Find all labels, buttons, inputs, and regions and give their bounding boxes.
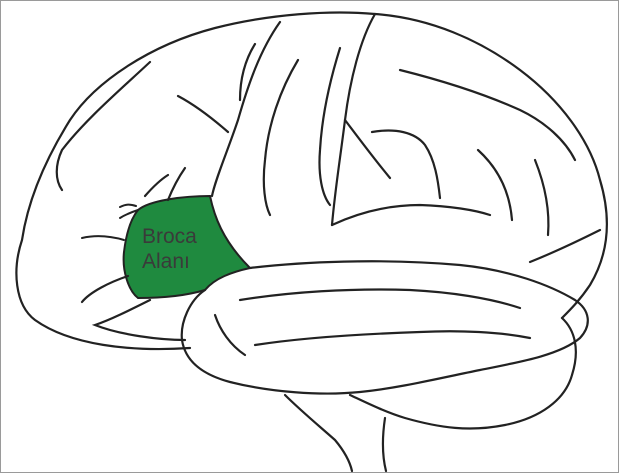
frontal-fold-1 xyxy=(178,96,228,132)
occipital-fold xyxy=(530,230,600,262)
parietal-fold-5 xyxy=(478,150,512,220)
broca-label-line1: Broca xyxy=(142,225,197,248)
parietal-fold-2 xyxy=(372,131,440,198)
brainstem-outline xyxy=(285,395,352,471)
precentral-gyrus-line xyxy=(212,22,280,196)
frontal-fold-5 xyxy=(168,168,185,200)
temporal-lobe-outline xyxy=(182,261,588,393)
lower-frontal-fold-2 xyxy=(95,300,185,340)
frontal-fold-4 xyxy=(145,175,168,196)
parietal-fold-6 xyxy=(535,160,548,235)
parietal-fold-4 xyxy=(332,205,490,225)
broca-sulcus-3 xyxy=(82,236,124,240)
gyrus-fold-1 xyxy=(264,60,298,215)
lower-frontal-fold-1 xyxy=(82,276,128,302)
brainstem-outline-2 xyxy=(383,418,386,471)
temporal-fold-2 xyxy=(255,331,530,345)
parietal-fold-3 xyxy=(345,120,390,178)
frontal-fold-3 xyxy=(57,62,150,190)
temporal-fold-3 xyxy=(215,315,245,355)
broca-label-line2: Alanı xyxy=(142,250,190,273)
central-sulcus xyxy=(332,14,375,225)
broca-sulcus-2 xyxy=(120,205,136,207)
temporal-fold-1 xyxy=(240,289,520,308)
brain-outline xyxy=(16,13,606,350)
